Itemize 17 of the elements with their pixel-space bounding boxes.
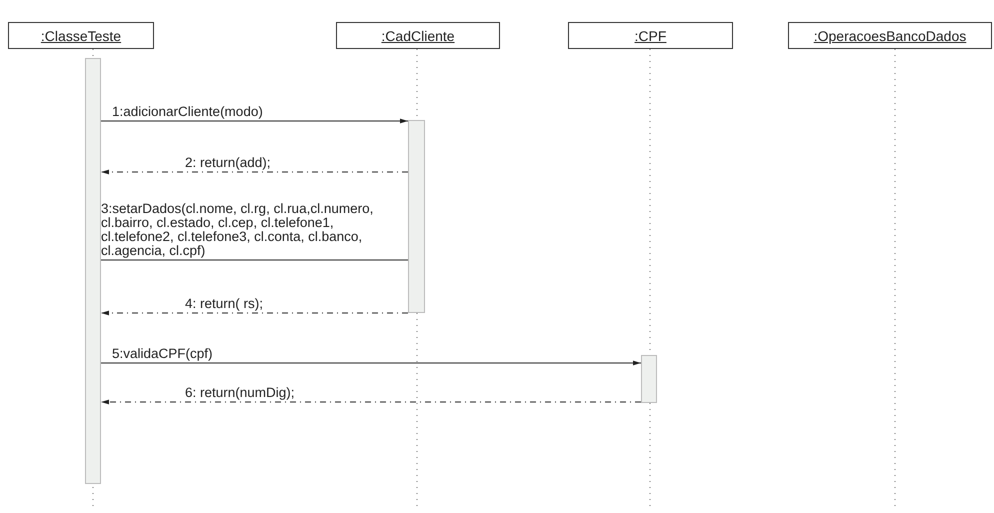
object-box: :ClasseTeste xyxy=(8,22,154,49)
message-arrow xyxy=(100,170,408,174)
message-label: 2: return(add); xyxy=(185,156,271,170)
message-arrow xyxy=(100,118,408,124)
activation-bar xyxy=(641,355,657,403)
message-label: 6: return(numDig); xyxy=(185,386,295,400)
object-box: :CPF xyxy=(568,22,733,49)
message-arrow xyxy=(100,310,408,316)
message-arrow xyxy=(100,360,642,366)
message-label: 4: return( rs); xyxy=(185,297,264,311)
object-box: :CadCliente xyxy=(336,22,500,49)
activation-bar xyxy=(408,120,425,313)
message-label: 5:validaCPF(cpf) xyxy=(112,347,213,361)
object-box: :OperacoesBancoDados xyxy=(788,22,992,49)
activation-bar xyxy=(85,58,101,484)
message-label: 1:adicionarCliente(modo) xyxy=(112,105,263,119)
message-arrow xyxy=(100,400,642,404)
